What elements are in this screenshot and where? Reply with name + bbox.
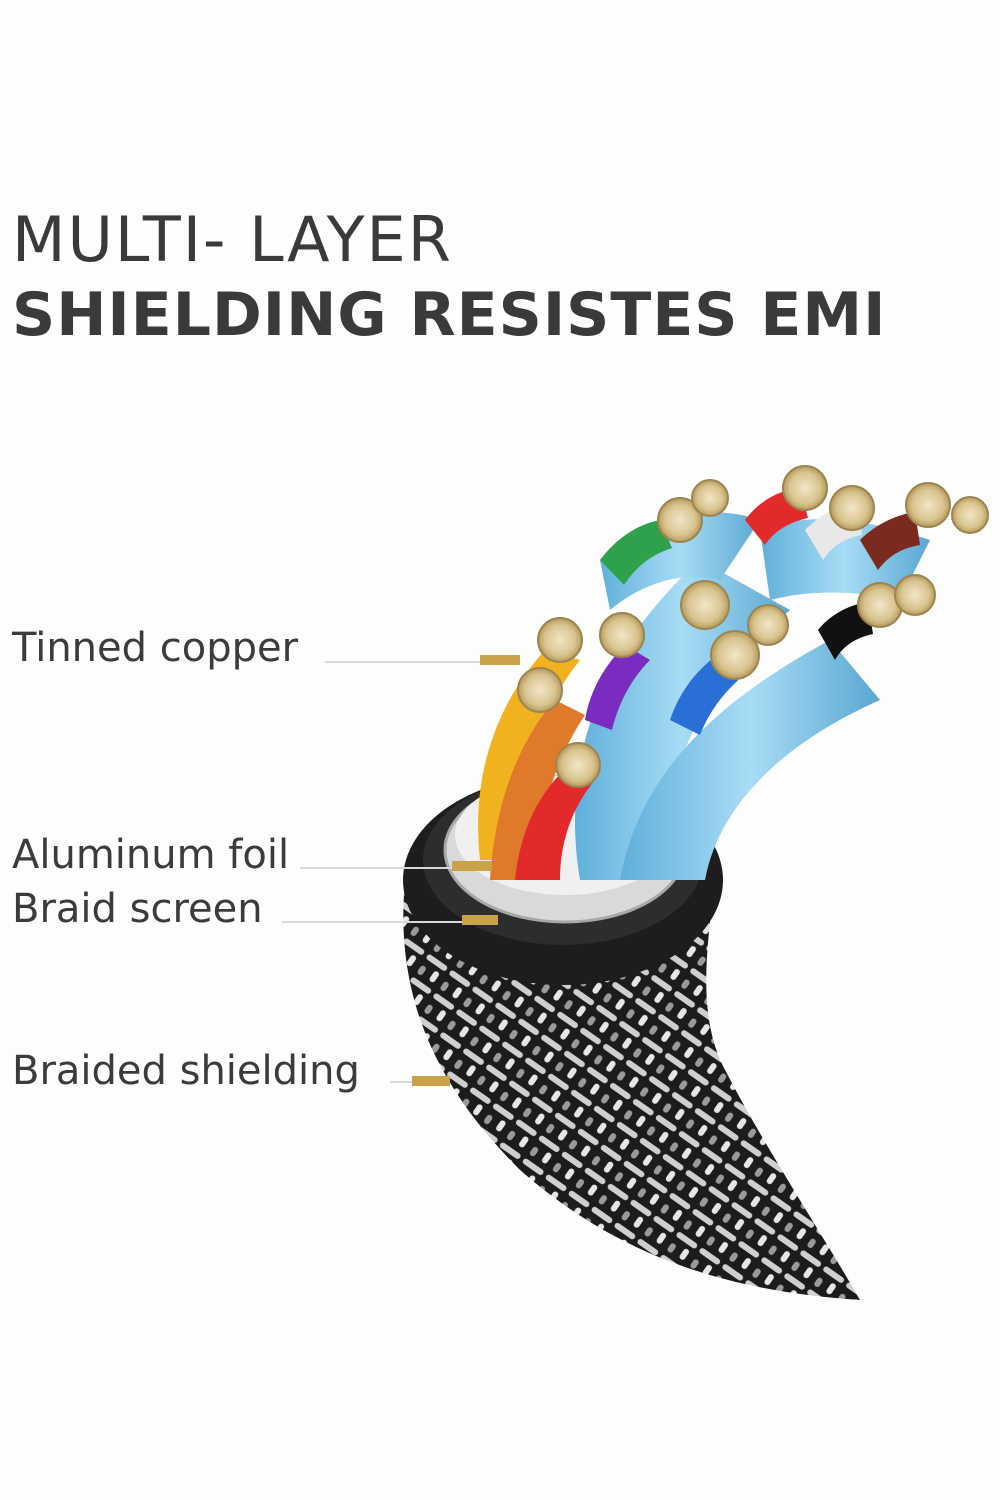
tinned-copper-ends	[517, 465, 989, 788]
label-braided-shielding: Braided shielding	[12, 1048, 360, 1094]
label-tinned-copper: Tinned copper	[12, 625, 299, 671]
headline: MULTI- LAYER SHIELDING RESISTES EMI	[12, 205, 886, 355]
headline-line2: SHIELDING RESISTES EMI	[12, 280, 887, 350]
leader-lines	[282, 655, 520, 1086]
headline-line1: MULTI- LAYER	[12, 203, 453, 276]
label-braid-screen: Braid screen	[12, 886, 263, 932]
label-aluminum-foil: Aluminum foil	[12, 832, 290, 878]
braided-jacket	[403, 880, 860, 1300]
